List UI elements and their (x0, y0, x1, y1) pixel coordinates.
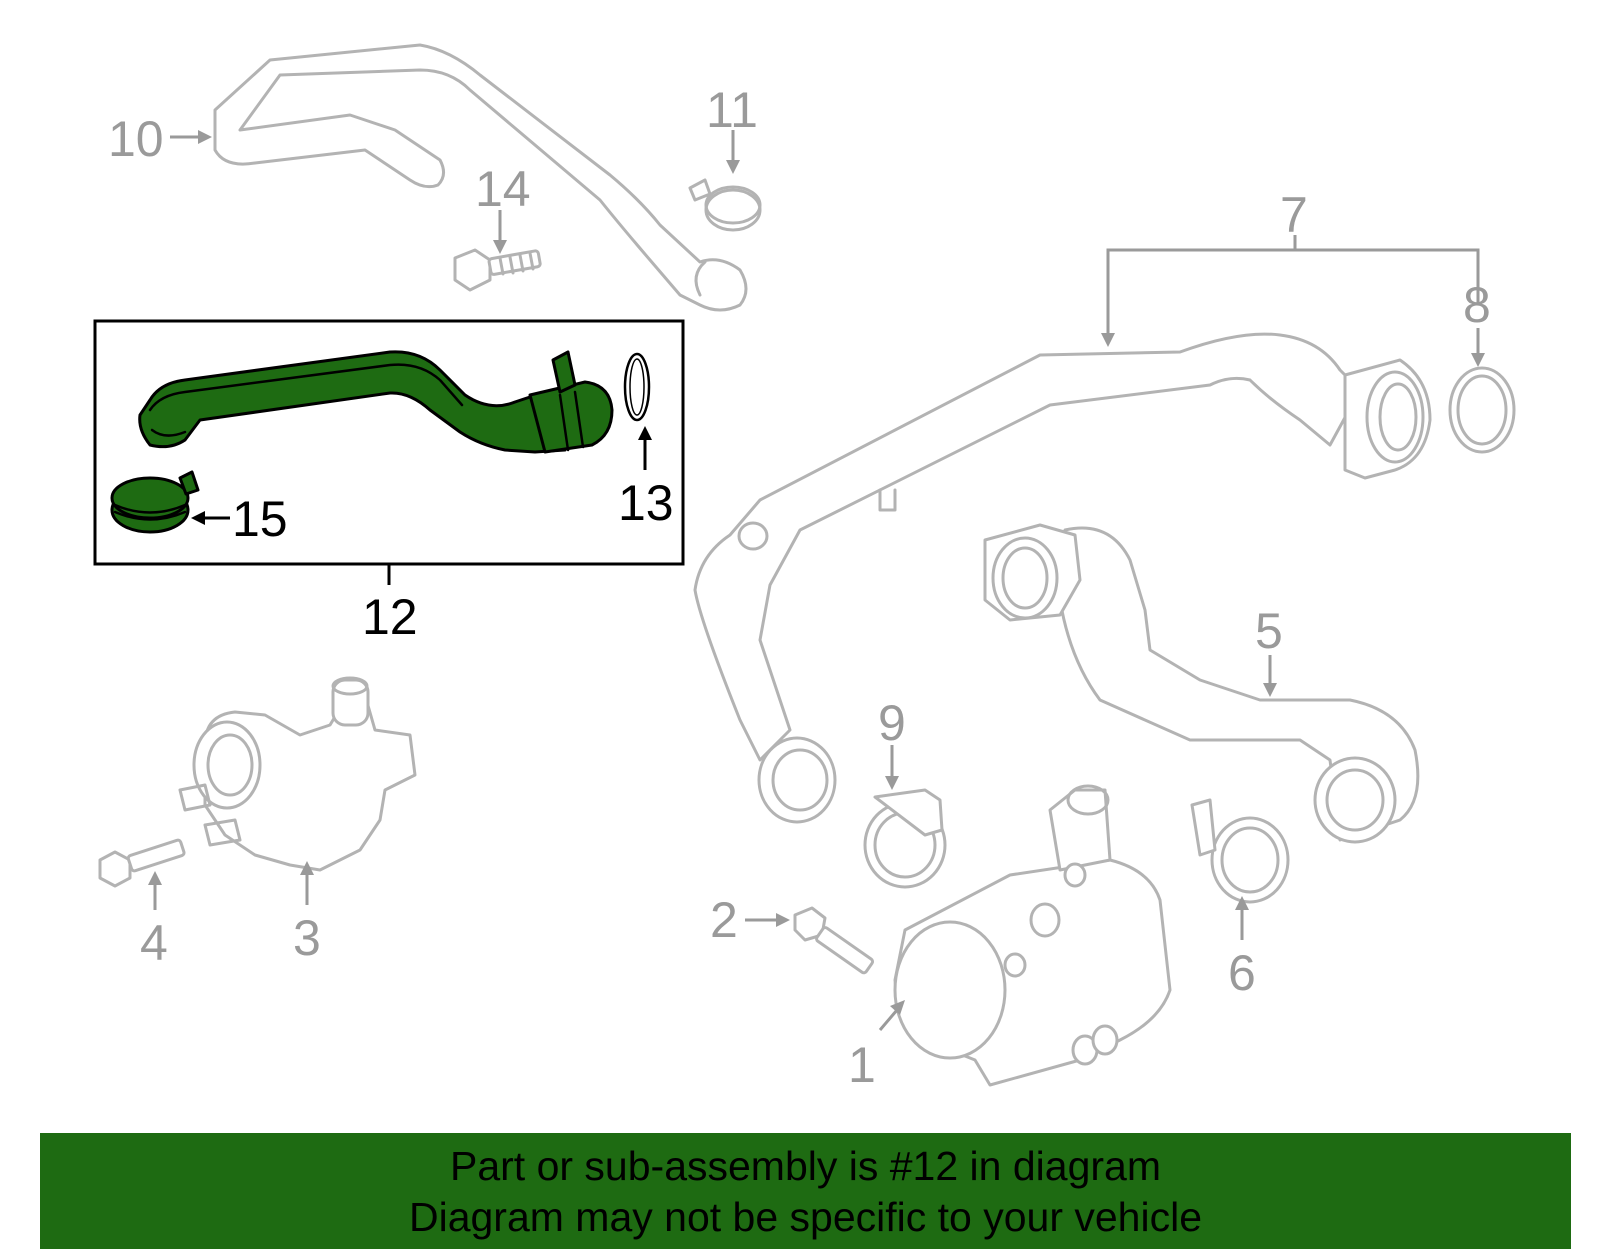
info-banner: Part or sub-assembly is #12 in diagram D… (40, 1133, 1571, 1249)
part-15-clamp[interactable] (110, 470, 200, 534)
callout-11: 11 (706, 82, 758, 138)
callout-10: 10 (108, 111, 164, 167)
callout-5: 5 (1255, 603, 1283, 659)
part-1-water-pump[interactable] (893, 784, 1172, 1087)
callout-7: 7 (1280, 187, 1308, 243)
callout-1: 1 (848, 1037, 876, 1093)
callout-8: 8 (1463, 277, 1491, 333)
part-12-hose-highlighted[interactable] (138, 350, 614, 454)
part-14-bolt[interactable] (453, 248, 542, 292)
callout-14: 14 (475, 161, 531, 217)
part-7-pipe[interactable] (693, 332, 1432, 824)
part-3-thermostat[interactable] (178, 676, 417, 872)
callout-arrows-black (191, 426, 652, 585)
callout-arrows (148, 130, 1485, 1031)
part-4-bolt[interactable] (98, 838, 186, 888)
banner-line-1: Part or sub-assembly is #12 in diagram (450, 1143, 1161, 1189)
callout-3: 3 (293, 910, 321, 966)
callout-13: 13 (618, 475, 674, 531)
part-6-clamp[interactable] (1190, 798, 1290, 904)
callout-9: 9 (878, 695, 906, 751)
part-10-hose[interactable] (213, 43, 748, 312)
part-5-hose[interactable] (983, 523, 1420, 844)
part-2-bolt[interactable] (793, 906, 875, 975)
part-8-seal[interactable] (1448, 366, 1516, 454)
callout-15: 15 (232, 491, 288, 547)
banner-line-2: Diagram may not be specific to your vehi… (408, 1194, 1202, 1240)
callout-12: 12 (362, 589, 418, 645)
callout-2: 2 (710, 892, 738, 948)
part-13-o-ring[interactable] (623, 352, 651, 422)
callout-4: 4 (140, 915, 168, 971)
part-9-clamp[interactable] (863, 788, 947, 889)
callout-6: 6 (1228, 945, 1256, 1001)
part-11-clamp[interactable] (688, 178, 762, 232)
